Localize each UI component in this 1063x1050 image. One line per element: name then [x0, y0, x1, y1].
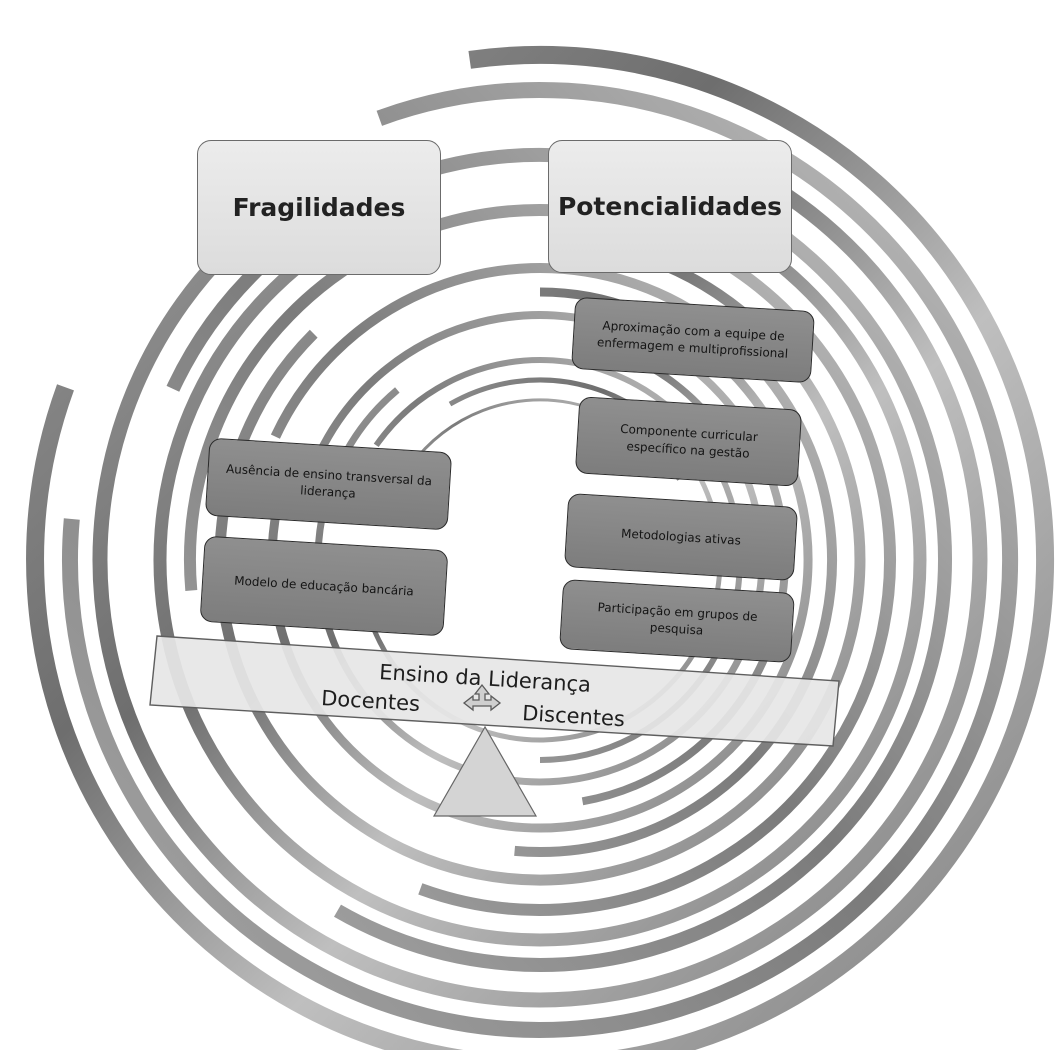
decorative-arc	[183, 204, 896, 916]
potencialidade-item-label: Metodologias ativas	[620, 525, 742, 548]
fragilidade-item: Modelo de educação bancária	[199, 535, 449, 637]
potencialidade-item: Componente curricular específico na gest…	[574, 396, 803, 487]
potencialidade-item-label: Aproximação com a equipe de enfermagem e…	[596, 318, 789, 361]
potencialidade-item: Metodologias ativas	[563, 493, 799, 581]
decorative-arc	[153, 196, 927, 947]
fragilidade-item-label: Modelo de educação bancária	[233, 573, 415, 598]
potencialidade-item-label: Componente curricular específico na gest…	[619, 421, 759, 461]
fragilidade-item-label: Ausência de ensino transversal da lidera…	[225, 461, 433, 501]
potencialidade-item: Aproximação com a equipe de enfermagem e…	[571, 296, 815, 384]
fragilidade-item: Ausência de ensino transversal da lidera…	[204, 437, 453, 531]
fragilidades-header-label: Fragilidades	[232, 193, 406, 222]
potencialidades-header: Potencialidades	[548, 140, 792, 273]
decorative-arc	[26, 45, 1055, 1050]
decorative-arc	[92, 145, 988, 1008]
fragilidades-header: Fragilidades	[197, 140, 441, 275]
potencialidade-item-label: Participação em grupos de pesquisa	[597, 600, 758, 638]
potencialidade-item: Participação em grupos de pesquisa	[559, 578, 795, 664]
potencialidades-header-label: Potencialidades	[557, 192, 783, 221]
